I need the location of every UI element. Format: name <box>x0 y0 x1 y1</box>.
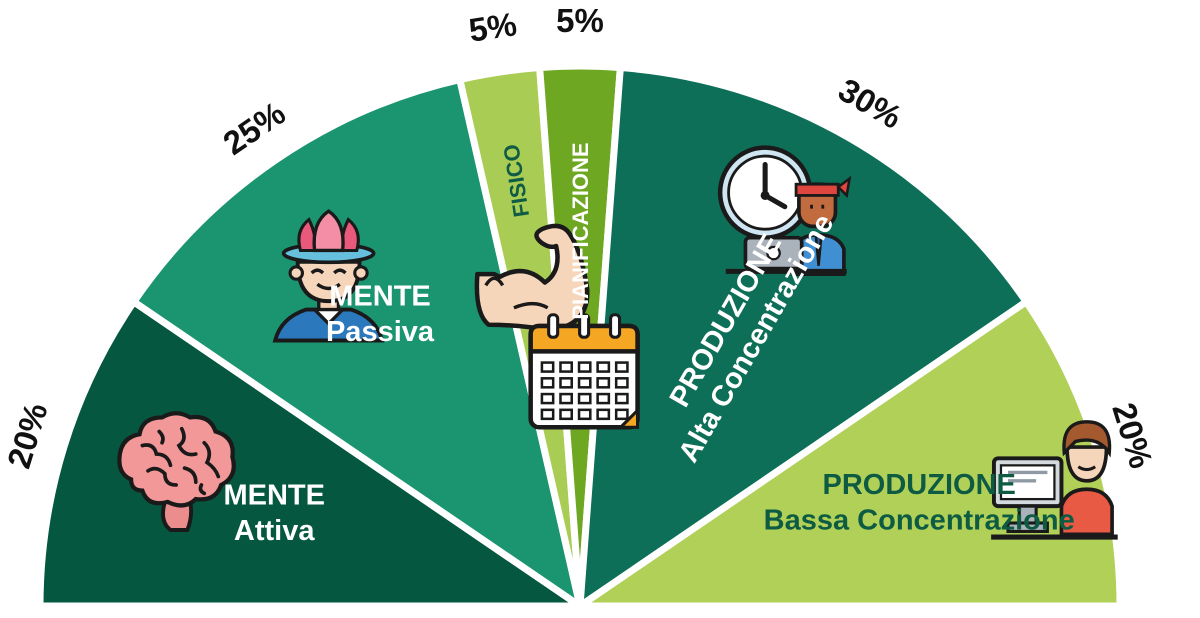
slice-mente-passiva <box>128 75 586 614</box>
slice-label-line: MENTE <box>329 280 431 312</box>
slice-label-line: Attiva <box>234 515 315 547</box>
slice-produzione-alta-concentrazione <box>575 63 1032 613</box>
calendar-icon <box>528 313 640 430</box>
percent-label-mente-passiva: 25% <box>216 94 291 162</box>
meditating-person-icon <box>272 209 385 343</box>
brain-icon <box>117 411 236 532</box>
chart-icons <box>117 145 1118 540</box>
percent-label-mente-attiva: 20% <box>0 398 55 472</box>
slice-label-line: Bassa Concentrazione <box>764 505 1075 537</box>
computer-worker-icon <box>991 420 1118 540</box>
slice-label-line: PRODUZIONE <box>823 469 1016 501</box>
slice-label-line: PIANIFICAZIONE <box>568 142 593 319</box>
slice-label-line: Passiva <box>326 316 435 348</box>
slice-label-line: MENTE <box>223 479 325 511</box>
percent-label-produzione-bassa-concentrazione: 20% <box>1105 398 1160 472</box>
slice-label-mente-passiva: MENTE Passiva <box>326 280 435 347</box>
percent-label-produzione-alta-concentrazione: 30% <box>832 71 908 136</box>
flexed-bicep-icon <box>474 223 590 333</box>
slice-label-mente-attiva: MENTE Attiva <box>223 479 325 546</box>
slice-label-pianificazione: PIANIFICAZIONE <box>568 142 593 319</box>
clock-worker-icon <box>717 145 852 277</box>
slice-label-produzione-bassa-concentrazione: PRODUZIONE Bassa Concentrazione <box>764 469 1075 536</box>
percent-label-fisico: 5% <box>466 5 519 49</box>
pie-slices <box>36 62 1124 614</box>
percent-label-pianificazione: 5% <box>556 2 604 39</box>
